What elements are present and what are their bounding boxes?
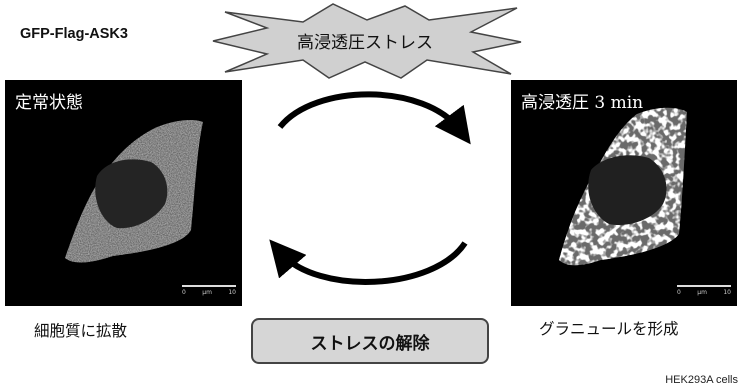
micrograph-steady-state: 定常状態 0 μm 10: [5, 80, 242, 306]
scale-tick: 10: [228, 289, 236, 296]
scale-tick: 0: [677, 289, 681, 296]
panel-label-hyperosmotic: 高浸透圧 3 min: [521, 93, 644, 113]
scale-tick: μm: [697, 289, 707, 296]
cell-line-label: HEK293A cells: [665, 374, 738, 386]
arrow-stress-on: [277, 91, 471, 145]
micrograph-hyperosmotic: 高浸透圧 3 min 0 μm 10: [511, 80, 737, 306]
cell-image-diffuse: [65, 120, 203, 263]
scale-bar: 0 μm 10: [677, 285, 731, 299]
scale-tick: μm: [202, 289, 212, 296]
scale-bar: 0 μm 10: [182, 285, 236, 299]
construct-label: GFP-Flag-ASK3: [20, 26, 128, 42]
stress-burst-shape: [212, 3, 522, 79]
arrow-stress-off: [269, 239, 468, 285]
scale-tick: 10: [723, 289, 731, 296]
scale-tick: 0: [182, 289, 186, 296]
cycle-arrows: [269, 91, 471, 285]
stress-title: 高浸透圧ストレス: [297, 33, 433, 53]
stress-release-box: ストレスの解除: [251, 318, 489, 364]
caption-granules: グラニュールを形成: [539, 320, 679, 338]
caption-diffuse: 細胞質に拡散: [34, 322, 128, 340]
cell-image-granules: [559, 107, 687, 266]
panel-label-steady: 定常状態: [15, 93, 83, 113]
